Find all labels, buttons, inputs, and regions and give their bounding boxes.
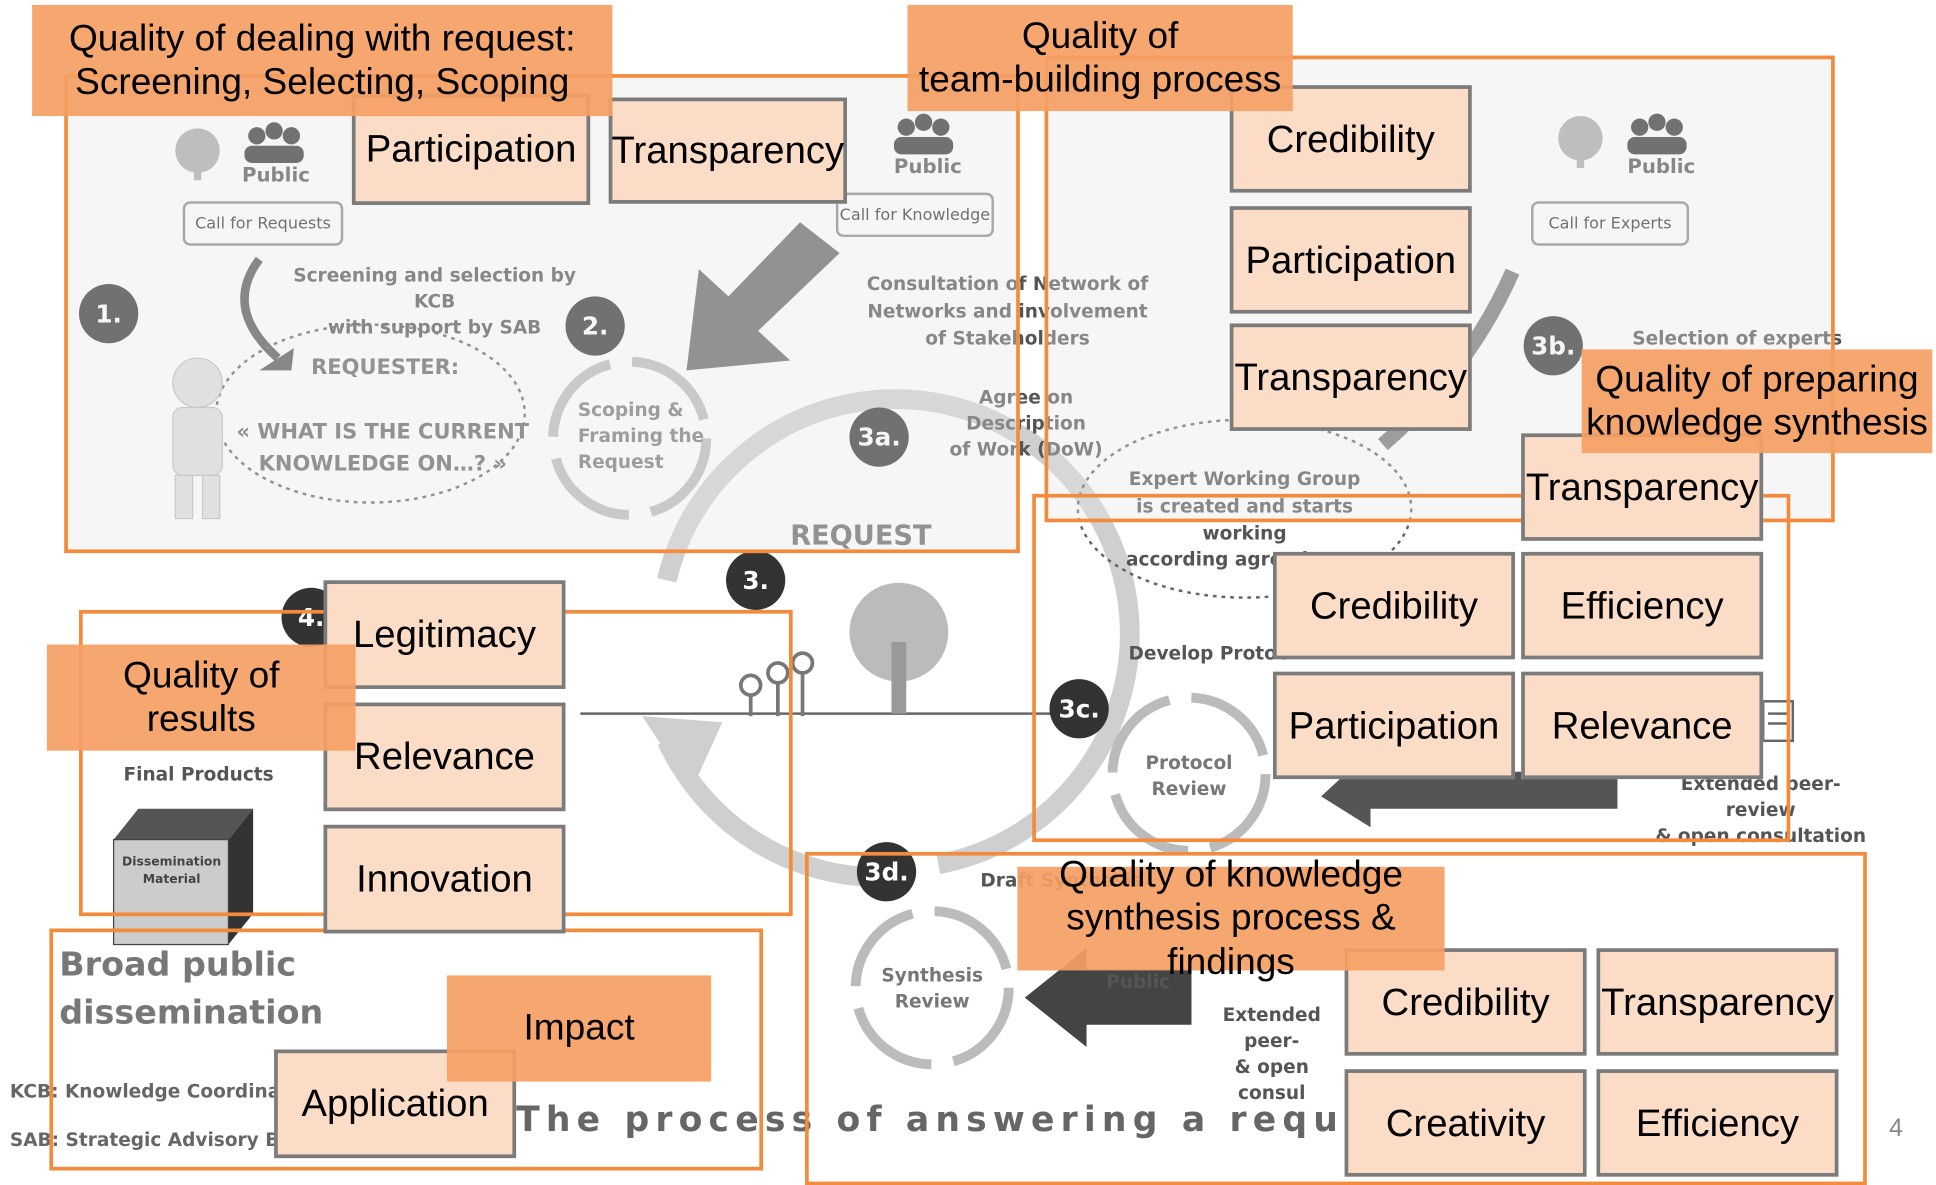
step-badge-2: 2. [565,296,625,356]
final-products-label: Final Products [123,763,274,786]
selection-experts-text: Selection of experts [1632,327,1843,350]
dissemination-material-label: Dissemination Material [122,855,222,887]
sab-footnote: SAB: Strategic Advisory B [9,1128,280,1151]
call-for-knowledge-tag: Call for Knowledge [835,192,994,238]
criterion-relevance-results: Relevance [323,702,566,812]
criterion-transparency-request: Transparency [608,97,848,204]
criterion-credibility-prep: Credibility [1272,551,1515,660]
step-badge-3c: 3c. [1049,679,1109,739]
page-number: 4 [1889,1114,1903,1143]
people-icon-left [244,122,304,163]
extended-peer-short-text: Extended peer- & open consul [1222,1003,1321,1104]
synthesis-review-text: Synthesis Review [881,964,983,1013]
step-badge-3: 3. [726,550,786,610]
title-impact: Impact [446,975,712,1082]
criterion-efficiency-synthesis: Efficiency [1596,1069,1839,1177]
peer-review-arrow [1321,750,1618,828]
requester-question: « WHAT IS THE CURRENT KNOWLEDGE ON…? » [236,419,530,476]
title-quality-request: Quality of dealing with request: Screeni… [32,4,613,117]
criterion-efficiency-prep: Efficiency [1521,551,1764,660]
criterion-credibility-team: Credibility [1229,85,1472,193]
public-label-left: Public [242,162,310,187]
dissemination-cube [112,808,254,946]
title-quality-synthesis-prep: Quality of preparing knowledge synthesis [1581,349,1933,454]
step-badge-3b: 3b. [1523,316,1583,376]
scoping-text: Scoping & Framing the Request [577,398,705,473]
tree-icon-top-right [1558,116,1603,168]
criterion-creativity-synthesis: Creativity [1344,1069,1587,1177]
synthesis-prep-frame [1032,493,1791,843]
cycle-arrowhead [642,716,723,791]
requester-figure [172,357,223,520]
process-title: The process of answering a request [516,1098,1424,1140]
criterion-application-impact: Application [274,1049,517,1159]
tree-icon-center [849,582,949,714]
request-label: REQUEST [790,521,932,552]
public-label-right: Public [1627,154,1696,178]
criterion-transparency-team: Transparency [1229,323,1472,431]
call-for-requests-tag: Call for Requests [182,201,344,246]
title-quality-team-building: Quality of team-building process [907,4,1293,112]
kcb-footnote: KCB: Knowledge Coordina [9,1080,281,1103]
criterion-relevance-prep: Relevance [1521,671,1764,780]
knowledge-arrow [686,222,840,371]
keys-icon [738,651,815,717]
call-for-experts-tag: Call for Experts [1531,201,1690,246]
broad-public-label: Broad public dissemination [59,945,324,1033]
title-quality-process-findings: Quality of knowledge synthesis process &… [1017,855,1445,982]
criterion-transparency-synthesis: Transparency [1596,948,1839,1056]
criterion-participation-team: Participation [1229,206,1472,314]
consultation-text: Consultation of Network of Networks and … [866,272,1149,349]
people-icon-right [1627,113,1687,155]
requester-label: REQUESTER: [311,355,460,381]
protocol-review-text: Protocol Review [1145,751,1233,801]
public-label-middle: Public [893,154,962,178]
criterion-innovation-results: Innovation [323,824,566,934]
step-badge-3a: 3a. [849,407,909,467]
title-quality-results: Quality of results [46,644,356,751]
people-icon-middle [893,113,954,155]
develop-protocol-text: Develop Protoc [1128,642,1288,665]
public-arrow [1024,948,1192,1048]
criterion-participation-prep: Participation [1272,671,1515,780]
step-badge-3d: 3d. [856,842,917,902]
document-icon [1761,700,1795,743]
step-badge-1: 1. [79,283,139,344]
public-label-bottom: Public [1106,970,1170,993]
screening-text: Screening and selection by KCB with supp… [293,264,576,339]
main-cycle-ring [657,389,1140,874]
criterion-legitimacy-results: Legitimacy [323,580,566,689]
tree-icon-top-left [175,128,220,181]
